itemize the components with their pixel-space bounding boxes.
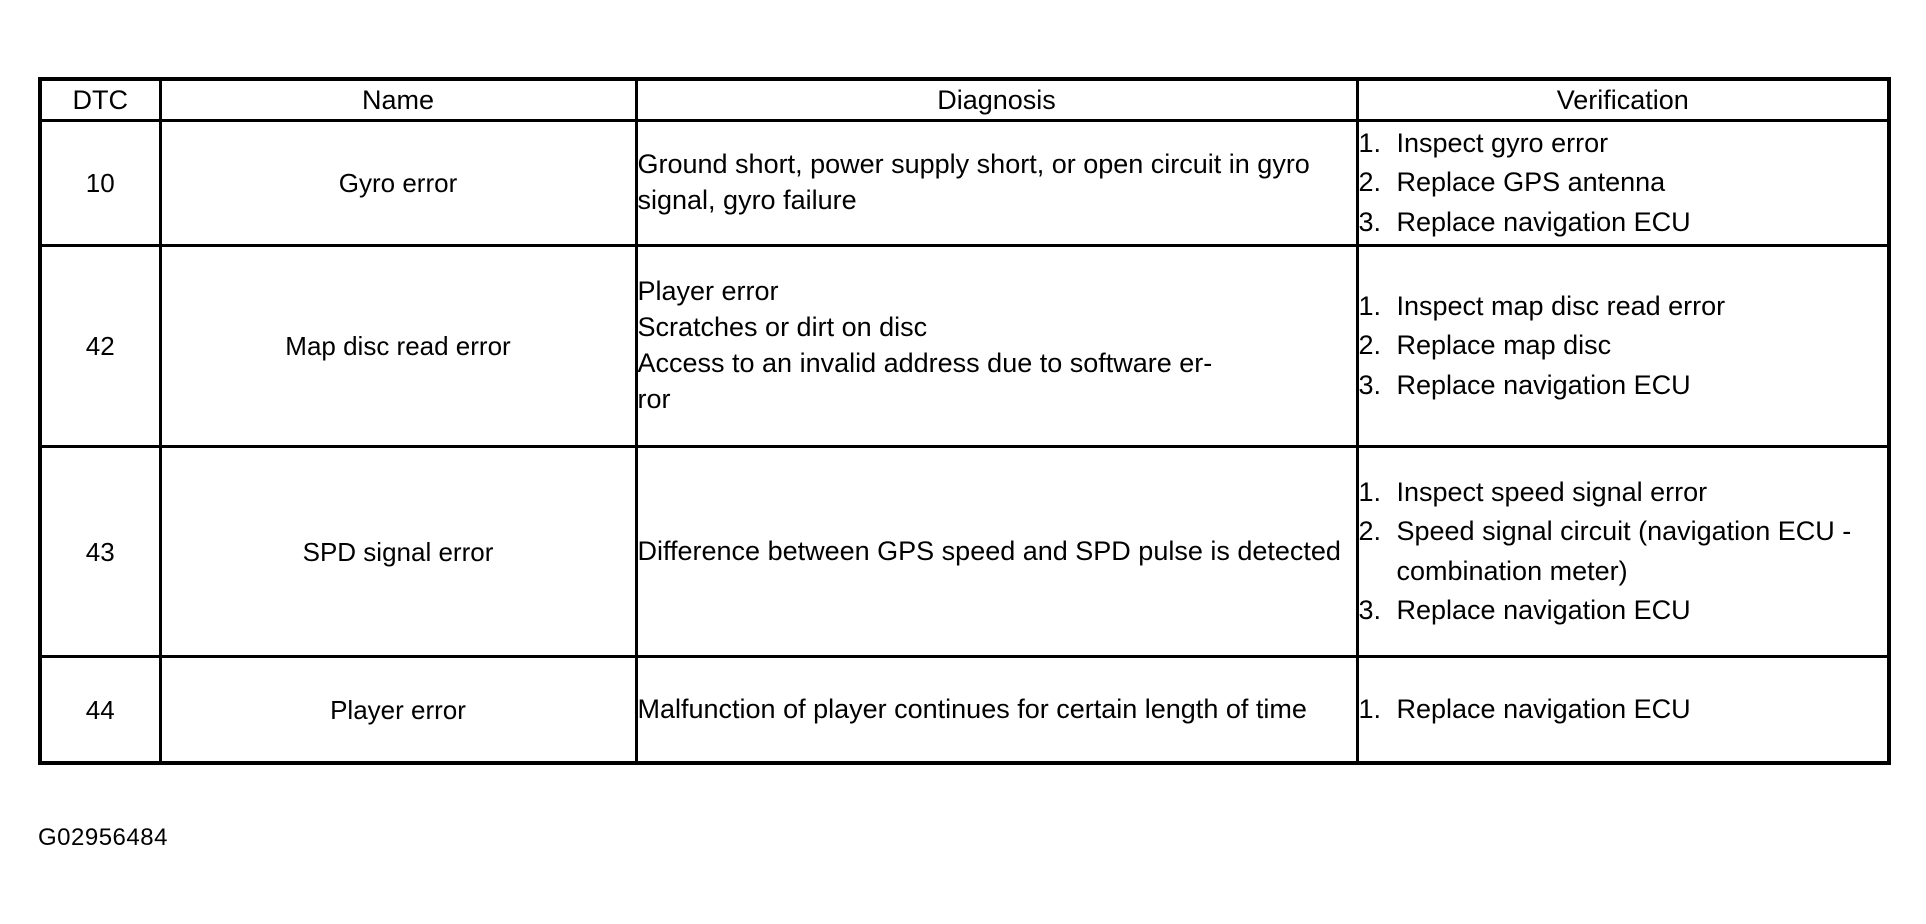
verification-step: 3. Replace navigation ECU bbox=[1359, 203, 1888, 242]
cell-verification: 1. Inspect map disc read error 2. Replac… bbox=[1355, 244, 1891, 448]
verification-step: 2. Replace map disc bbox=[1359, 326, 1888, 365]
step-text: Replace navigation ECU bbox=[1396, 594, 1691, 625]
verification-step: 1. Inspect map disc read error bbox=[1359, 287, 1888, 326]
step-number: 1. bbox=[1358, 477, 1382, 508]
table-row: 10 Gyro error Ground short, power supply… bbox=[38, 119, 1891, 247]
cell-verification: 1. Inspect speed signal error 2. Speed s… bbox=[1355, 445, 1891, 658]
cell-verification: 1. Replace navigation ECU bbox=[1355, 655, 1891, 765]
verification-step: 1. Inspect gyro error bbox=[1359, 124, 1888, 163]
verification-step: 1. Inspect speed signal error bbox=[1359, 473, 1888, 512]
cell-dtc-name: SPD signal error bbox=[158, 445, 638, 658]
step-text: Replace GPS antenna bbox=[1396, 167, 1666, 198]
step-number: 3. bbox=[1358, 594, 1382, 625]
column-header-name: Name bbox=[158, 77, 638, 122]
cell-dtc-code: 10 bbox=[38, 119, 162, 247]
cell-diagnosis: Malfunction of player continues for cert… bbox=[634, 655, 1359, 765]
figure-caption: G02956484 bbox=[38, 824, 168, 851]
cell-dtc-name: Gyro error bbox=[158, 119, 638, 247]
verification-step: 2. Speed signal circuit (navigation ECU … bbox=[1359, 512, 1888, 590]
diagnosis-text: Ground short, power supply short, or ope… bbox=[637, 149, 1318, 215]
step-number: 1. bbox=[1358, 693, 1382, 724]
step-text: Replace navigation ECU bbox=[1396, 693, 1691, 724]
step-number: 1. bbox=[1358, 128, 1382, 159]
verification-step: 3. Replace navigation ECU bbox=[1359, 591, 1888, 630]
diagnosis-text: Malfunction of player continues for cert… bbox=[637, 693, 1307, 724]
step-number: 2. bbox=[1358, 330, 1382, 361]
verification-step: 3. Replace navigation ECU bbox=[1359, 366, 1888, 405]
table-body: 10 Gyro error Ground short, power supply… bbox=[38, 119, 1891, 765]
verification-step: 1. Replace navigation ECU bbox=[1359, 690, 1888, 729]
step-number: 3. bbox=[1358, 369, 1382, 400]
step-number: 2. bbox=[1358, 516, 1382, 547]
column-header-dtc: DTC bbox=[38, 77, 162, 122]
step-text: Inspect map disc read error bbox=[1396, 291, 1726, 322]
step-text: Speed signal circuit (navigation ECU - c… bbox=[1396, 516, 1859, 586]
table-row: 42 Map disc read error Player error Scra… bbox=[38, 244, 1891, 448]
dtc-diagnosis-table: DTC Name Diagnosis Verification 10 Gyro … bbox=[38, 77, 1891, 765]
column-header-verification: Verification bbox=[1355, 77, 1891, 122]
step-text: Inspect gyro error bbox=[1396, 128, 1609, 159]
cell-dtc-name: Player error bbox=[158, 655, 638, 765]
column-header-diagnosis: Diagnosis bbox=[634, 77, 1359, 122]
step-text: Replace navigation ECU bbox=[1396, 206, 1691, 237]
table-row: 44 Player error Malfunction of player co… bbox=[38, 655, 1891, 765]
step-number: 3. bbox=[1358, 206, 1382, 237]
diagnosis-text: Player error Scratches or dirt on disc A… bbox=[637, 276, 1213, 414]
table-header: DTC Name Diagnosis Verification bbox=[38, 77, 1891, 122]
cell-diagnosis: Difference between GPS speed and SPD pul… bbox=[634, 445, 1359, 658]
diagnosis-text: Difference between GPS speed and SPD pul… bbox=[637, 535, 1341, 566]
verification-step: 2. Replace GPS antenna bbox=[1359, 163, 1888, 202]
step-text: Replace navigation ECU bbox=[1396, 369, 1691, 400]
table-row: 43 SPD signal error Difference between G… bbox=[38, 445, 1891, 658]
cell-dtc-code: 42 bbox=[38, 244, 162, 448]
cell-verification: 1. Inspect gyro error 2. Replace GPS ant… bbox=[1355, 119, 1891, 247]
cell-diagnosis: Ground short, power supply short, or ope… bbox=[634, 119, 1359, 247]
table-header-row: DTC Name Diagnosis Verification bbox=[38, 77, 1891, 122]
step-number: 2. bbox=[1358, 167, 1382, 198]
cell-dtc-code: 43 bbox=[38, 445, 162, 658]
cell-dtc-code: 44 bbox=[38, 655, 162, 765]
step-text: Replace map disc bbox=[1396, 330, 1612, 361]
step-number: 1. bbox=[1358, 291, 1382, 322]
step-text: Inspect speed signal error bbox=[1396, 477, 1708, 508]
cell-diagnosis: Player error Scratches or dirt on disc A… bbox=[634, 244, 1359, 448]
cell-dtc-name: Map disc read error bbox=[158, 244, 638, 448]
